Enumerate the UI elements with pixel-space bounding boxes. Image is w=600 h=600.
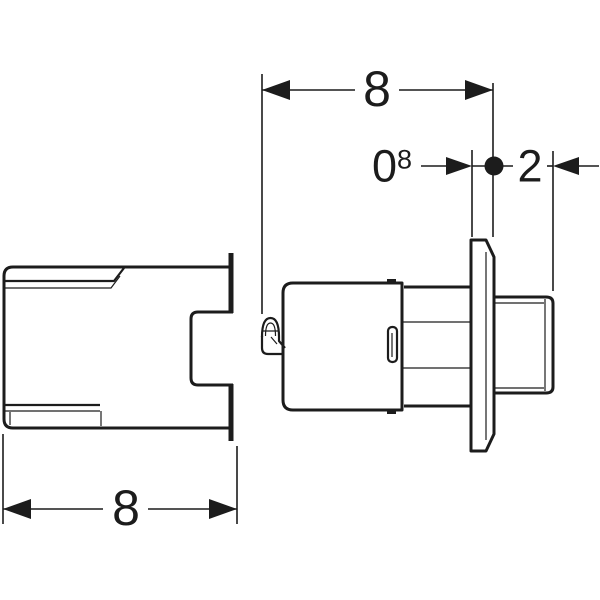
indicator-slot [386, 325, 399, 364]
body-top-tab [387, 279, 396, 283]
dimension-label-box-width: 8 [112, 480, 140, 536]
actuator-unit [260, 238, 555, 453]
dimension-box-width [2, 434, 238, 524]
box-top-panel-line [4, 267, 125, 283]
dimension-spigot-length [484, 151, 599, 291]
clip-hook [260, 316, 286, 356]
arrowhead-left-icon [553, 157, 579, 175]
box-notch [189, 310, 233, 387]
box-outline [2, 265, 229, 430]
dimension-label-top-depth: 8 [363, 61, 391, 117]
body-bottom-tab [387, 410, 396, 414]
clip-curl [260, 316, 286, 349]
dimension-label-plate-thickness-main: 0 [371, 140, 397, 192]
arrowhead-right-icon [446, 157, 472, 175]
arrowhead-right-icon [465, 80, 493, 100]
clip-curl-inner [263, 322, 278, 345]
threaded-spigot [494, 295, 555, 395]
dimension-label-plate-thickness: 08 [372, 144, 412, 189]
arrowhead-left-icon [262, 80, 290, 100]
dimension-label-plate-thickness-superscript: 8 [397, 144, 413, 175]
actuator-body [281, 281, 404, 412]
protection-box [2, 253, 234, 441]
dimension-plate-thickness [421, 150, 490, 237]
mounting-plate-outline [469, 238, 496, 453]
dimension-label-spigot-length: 2 [517, 140, 543, 192]
arrowhead-right-icon [209, 499, 237, 519]
spigot-outline [494, 295, 555, 395]
box-bottom-panel-inner-line [4, 410, 102, 426]
clip-left-leg [260, 336, 284, 356]
arrowhead-left-icon [3, 499, 31, 519]
box-top-panel-inner-line [4, 275, 121, 289]
dimension-top-depth [261, 74, 494, 314]
rear-cylinder [403, 285, 471, 408]
mounting-plate [469, 238, 496, 453]
